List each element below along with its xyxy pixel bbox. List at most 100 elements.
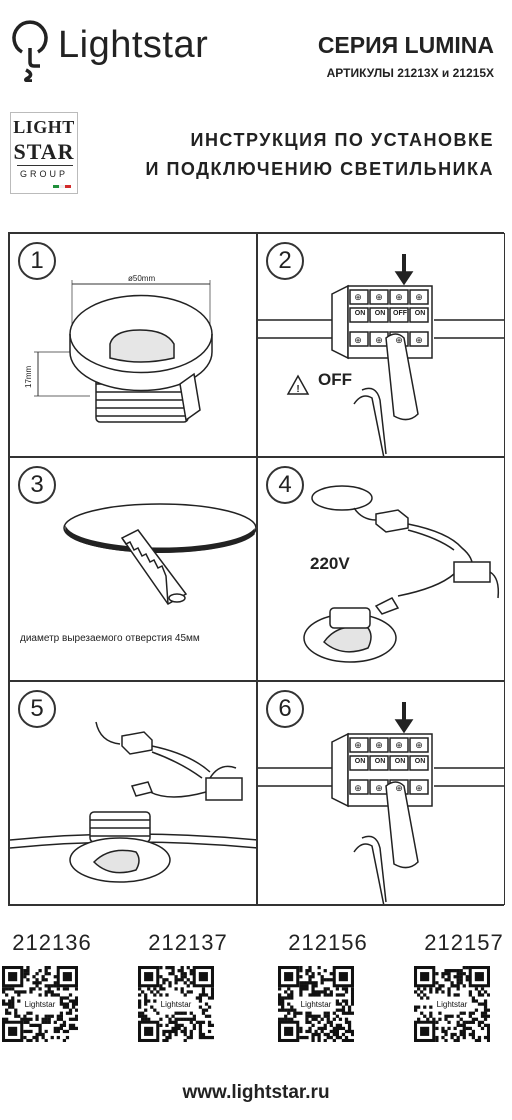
step-6-panel: 6 ⊕ ⊕ [257,681,505,905]
qr-module [311,990,315,994]
qr-caption: Lightstar [161,1000,192,1009]
qr-module [320,981,324,985]
qr-module [308,1014,312,1018]
qr-module [180,1017,184,1021]
qr-module [480,993,485,997]
qr-module [441,972,445,976]
qr-module [11,1005,15,1009]
qr-module [426,1017,430,1021]
qr-module [456,981,460,985]
qr-module [308,993,312,997]
qr-module [456,978,460,982]
qr-module [192,1014,196,1018]
qr-module [53,975,57,979]
qr-module [459,1023,463,1027]
qr-module [350,1038,355,1043]
qr-module [150,990,154,994]
qr-module [459,1032,463,1037]
website-link[interactable]: www.lightstar.ru [182,1082,330,1103]
qr-module [323,993,327,997]
qr-module [338,1017,343,1021]
qr-module [204,993,209,997]
qr-module [438,984,442,988]
qr-module [192,1017,196,1021]
qr-module [420,990,424,994]
qr-module [47,972,51,976]
qr-module [305,984,309,988]
qr-module [290,996,294,1000]
qr-module [144,1002,148,1006]
qr-module [320,1017,324,1021]
qr-module [14,1008,18,1012]
qr-module [44,990,48,994]
step-2-panel: 2 ⊕ ⊕ [257,233,505,457]
qr-module [183,972,187,976]
qr-module [441,975,445,979]
qr-module [62,987,67,991]
qr-module [308,981,312,985]
qr-module [450,981,454,985]
qr-module [44,984,48,988]
qr-module [8,1011,12,1015]
qr-module [23,975,27,979]
qr-module [302,981,306,985]
svg-text:⊕: ⊕ [354,292,362,302]
qr-module [344,999,349,1003]
qr-module [344,1020,349,1024]
qr-module [347,1005,352,1009]
qr-module [68,1026,73,1031]
qr-module [435,1035,439,1040]
qr-code-icon[interactable]: Lightstar [1,965,79,1043]
qr-module [23,990,27,994]
qr-module [53,1026,57,1031]
qr-module [56,987,60,991]
qr-code-icon[interactable]: Lightstar [137,965,215,1043]
qr-module [47,1020,51,1024]
wiring-connection-drawing [303,485,500,663]
qr-module [278,993,282,997]
qr-module [459,981,463,985]
qr-module [183,1011,187,1015]
qr-module [420,996,424,1000]
qr-module [462,984,466,988]
qr-module [299,975,303,979]
qr-code-icon[interactable]: Lightstar [277,965,355,1043]
qr-module [35,1038,39,1043]
qr-module [299,993,303,997]
qr-module [447,1020,451,1024]
qr-module [74,1017,79,1021]
qr-module [338,1035,343,1040]
qr-module [11,996,15,1000]
qr-module [444,1014,448,1018]
qr-module [438,987,442,991]
qr-module [293,1014,297,1018]
qr-module [477,993,482,997]
qr-module [305,969,309,973]
qr-module [447,990,451,994]
qr-module [189,972,193,976]
qr-code-icon[interactable]: Lightstar [413,965,491,1043]
qr-module [189,981,193,985]
qr-module [47,987,51,991]
qr-module [314,1017,318,1021]
qr-module [474,1038,479,1043]
qr-module [435,987,439,991]
qr-module [177,978,181,982]
qr-module [483,1005,488,1009]
qr-module [168,981,172,985]
qr-module [201,1032,206,1037]
qr-module [468,1020,472,1024]
qr-module [453,1026,457,1031]
qr-module [32,975,36,979]
qr-module [471,999,475,1003]
qr-module [189,990,193,994]
article-numbers: АРТИКУЛЫ 21213X и 21215X [326,66,494,80]
qr-module [317,966,321,970]
qr-module [198,996,203,1000]
qr-module [59,1017,63,1021]
qr-finder-square [468,965,491,988]
qr-module [50,1035,54,1040]
qr-module [183,1026,187,1031]
qr-module [204,1014,209,1018]
qr-module [323,978,327,982]
